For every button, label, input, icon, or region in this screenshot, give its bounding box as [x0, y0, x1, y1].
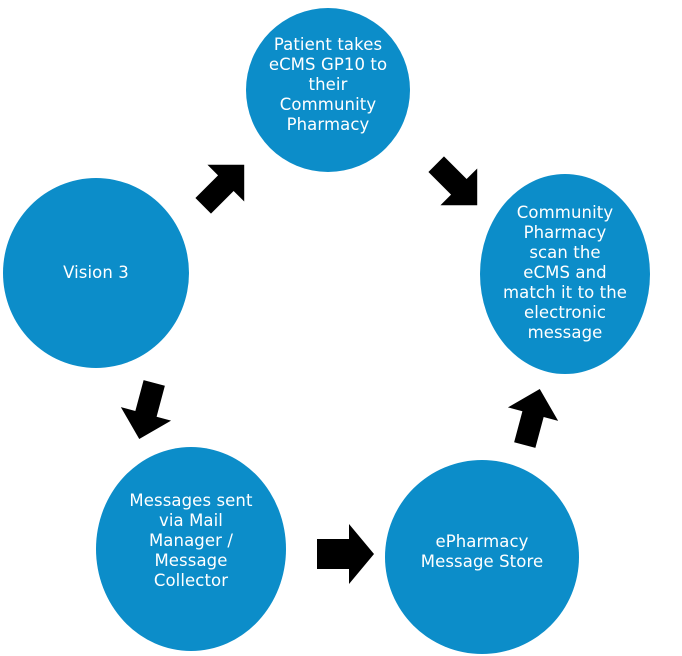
arrow-vision-to-patient-icon — [195, 164, 245, 214]
community-pharmacy-scan-node: Community Pharmacy scan the eCMS and mat… — [480, 174, 650, 374]
arrow-store-to-community-icon — [507, 389, 559, 448]
community-pharmacy-scan-label: Community Pharmacy scan the eCMS and mat… — [502, 203, 628, 342]
messages-sent-label: Messages sent via Mail Manager / Message… — [129, 491, 253, 590]
patient-takes-ecms-node: Patient takes eCMS GP10 to their Communi… — [246, 8, 410, 172]
vision-3-node: Vision 3 — [3, 178, 189, 368]
messages-sent-node: Messages sent via Mail Manager / Message… — [96, 447, 286, 651]
epharmacy-message-store-node: ePharmacy Message Store — [385, 460, 579, 654]
epharmacy-message-store-label: ePharmacy Message Store — [420, 532, 544, 571]
arrow-vision-to-messages-icon — [120, 380, 172, 439]
patient-takes-ecms-label: Patient takes eCMS GP10 to their Communi… — [268, 35, 388, 134]
arrow-messages-to-store-icon — [317, 524, 374, 584]
vision-3-label: Vision 3 — [63, 263, 129, 282]
arrow-patient-to-community-icon — [428, 156, 478, 206]
